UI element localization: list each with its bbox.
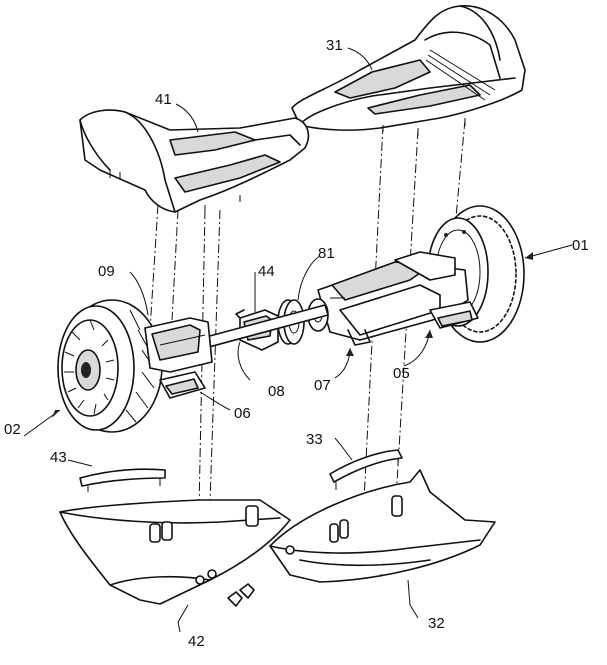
top-shell-left (79, 109, 310, 213)
bottom-shell-right (269, 469, 496, 583)
label-42: 42 (188, 633, 205, 650)
label-31: 31 (326, 37, 343, 54)
label-01: 01 (572, 237, 589, 254)
label-32: 32 (428, 615, 445, 632)
label-05: 05 (393, 365, 410, 382)
left-foot-pad (159, 371, 206, 399)
bottom-shell-left (59, 499, 291, 607)
label-09: 09 (98, 263, 115, 280)
label-44: 44 (258, 263, 275, 280)
left-wheel (57, 299, 163, 433)
right-handle-bar (329, 449, 403, 490)
label-07: 07 (314, 377, 331, 394)
label-41: 41 (155, 91, 172, 108)
right-foot-pad (429, 301, 479, 329)
leader-lines (23, 47, 573, 633)
axle-bracket-left (144, 317, 213, 373)
top-shell-right (291, 5, 526, 136)
left-handle-bar (79, 468, 166, 492)
label-33: 33 (306, 431, 323, 448)
part-labels: 31 41 01 81 09 44 02 08 07 05 06 43 33 4… (4, 37, 589, 650)
label-06: 06 (234, 405, 251, 422)
label-02: 02 (4, 421, 21, 438)
label-08: 08 (268, 383, 285, 400)
label-81: 81 (318, 245, 335, 262)
label-43: 43 (50, 449, 67, 466)
right-frame (317, 251, 469, 346)
